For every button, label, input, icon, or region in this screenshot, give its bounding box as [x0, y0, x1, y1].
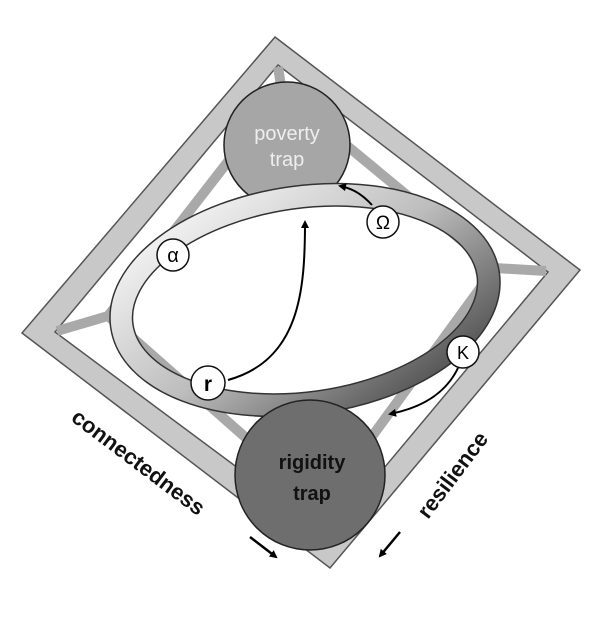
- resilience-arrow: [378, 531, 401, 558]
- rigidity-trap-circle: rigidity trap: [234, 399, 386, 551]
- omega-to-poverty-arrow: [338, 183, 373, 206]
- phase-alpha: α: [156, 238, 190, 272]
- phase-omega: Ω: [366, 205, 400, 239]
- kappa-to-rigidity-arrow: [388, 367, 459, 417]
- svg-text:Ω: Ω: [376, 213, 390, 234]
- r-to-poverty-arrow: [227, 220, 309, 381]
- diamond-frame: [20, 35, 582, 570]
- svg-text:α: α: [167, 245, 179, 267]
- svg-text:r: r: [204, 373, 212, 396]
- poverty-trap-label-line1: poverty: [254, 123, 320, 145]
- rigidity-trap-label-line2: trap: [293, 483, 331, 505]
- poverty-trap-label-line2: trap: [270, 149, 304, 171]
- phase-kappa: K: [446, 335, 480, 369]
- connectedness-arrow: [249, 536, 278, 559]
- phase-r: r: [190, 365, 226, 401]
- svg-text:K: K: [457, 343, 469, 363]
- rigidity-trap-label-line1: rigidity: [279, 452, 347, 474]
